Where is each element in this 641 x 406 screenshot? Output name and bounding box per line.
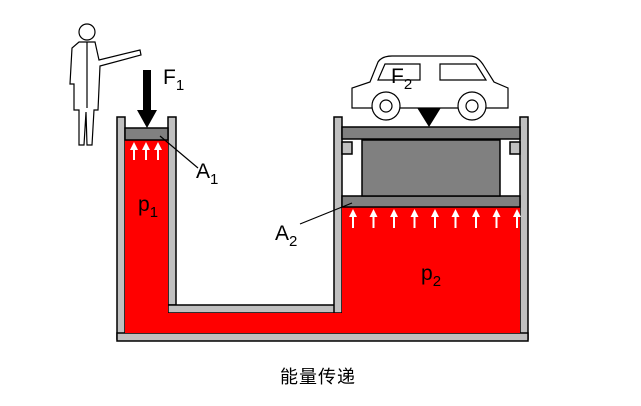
force-arrow-f1 bbox=[137, 70, 157, 128]
pressure-arrow bbox=[513, 209, 521, 228]
car-icon bbox=[351, 55, 509, 121]
diagram-caption: 能量传递 bbox=[280, 367, 356, 388]
fluid-body bbox=[125, 140, 520, 333]
lift-platform bbox=[341, 126, 521, 140]
large-piston-plate bbox=[341, 195, 521, 208]
hydraulic-fluid bbox=[125, 140, 520, 333]
label-p2: p2 bbox=[421, 262, 441, 290]
pressure-arrow bbox=[451, 209, 460, 228]
container-walls bbox=[116, 116, 529, 342]
large-piston bbox=[341, 126, 521, 208]
pressure-arrow bbox=[410, 209, 419, 228]
large-piston-ram bbox=[361, 139, 501, 197]
pressure-arrow bbox=[472, 209, 480, 228]
leader-a1 bbox=[159, 135, 199, 169]
label-a2: A2 bbox=[275, 222, 297, 250]
pressure-arrows-large bbox=[349, 209, 521, 228]
pressure-arrow bbox=[492, 209, 501, 228]
label-f2: F2 bbox=[391, 65, 412, 93]
label-a1: A1 bbox=[196, 160, 218, 188]
pressure-arrow bbox=[130, 142, 138, 160]
label-f1: F1 bbox=[163, 66, 184, 94]
small-piston bbox=[124, 127, 169, 141]
pressure-arrows-small bbox=[130, 142, 162, 160]
pressure-arrow bbox=[349, 209, 357, 228]
label-p1: p1 bbox=[138, 193, 158, 221]
pressure-arrow bbox=[369, 209, 378, 228]
operator-figure-icon bbox=[69, 23, 142, 146]
pressure-arrow bbox=[390, 209, 398, 228]
pressure-arrow bbox=[154, 142, 162, 160]
pressure-arrow bbox=[431, 209, 439, 228]
pressure-arrow bbox=[142, 142, 150, 160]
leader-a2 bbox=[299, 202, 353, 225]
